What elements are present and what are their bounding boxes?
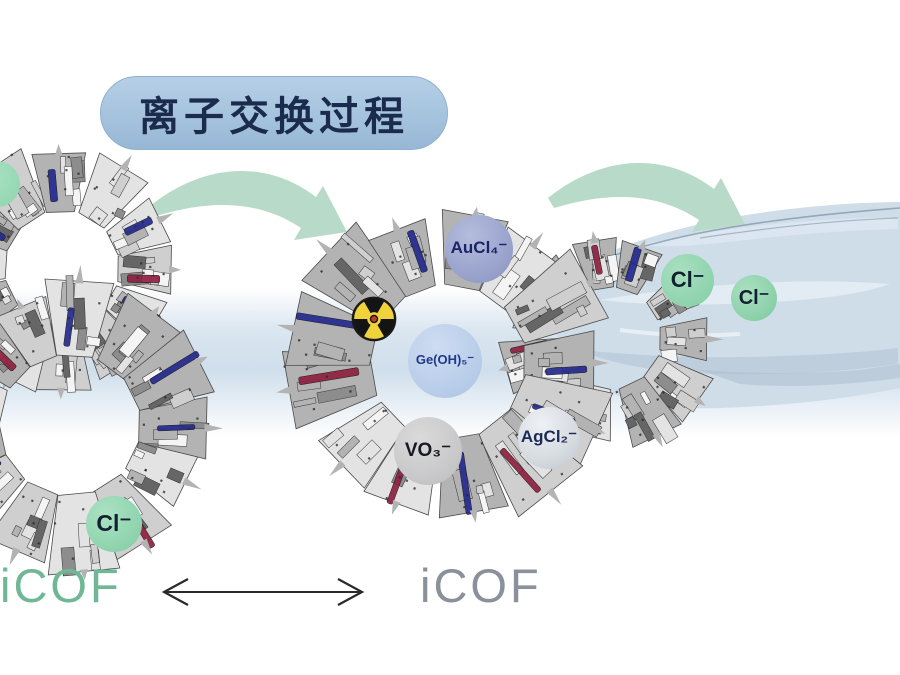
ion-circle-chloride-left: Cl⁻ (86, 496, 142, 552)
icof-rings (0, 144, 724, 581)
water-stream (550, 202, 900, 409)
flow-arrow-right (548, 162, 745, 232)
flow-arrow-left (150, 170, 347, 240)
ion-circle-geoh5: Ge(OH)₅⁻ (408, 324, 482, 398)
ion-circle-aucl4: AuCl₄⁻ (445, 215, 513, 283)
ion-label: Cl⁻ (96, 509, 132, 536)
ion-circle-chloride-edge (0, 161, 20, 207)
radiation-icon (351, 296, 397, 342)
ion-label: Cl⁻ (738, 286, 770, 309)
ion-label: Cl⁻ (670, 266, 705, 292)
ion-circle-chloride-right-1: Cl⁻ (661, 254, 714, 307)
left-structure-label: iCOF (0, 559, 122, 612)
right-structure-label: iCOF (420, 559, 542, 612)
ion-label: Ge(OH)₅⁻ (415, 352, 475, 367)
exchange-double-arrow (161, 578, 365, 606)
ion-circle-chloride-right-2: Cl⁻ (731, 275, 777, 321)
ion-circle-agcl2: AgCl₂⁻ (518, 407, 580, 469)
ion-label: AuCl₄⁻ (450, 238, 508, 257)
ion-circle-vo3: VO₃⁻ (394, 417, 462, 485)
title-text: 离子交换过程 (139, 93, 409, 140)
ion-label: AgCl₂⁻ (520, 427, 578, 446)
ion-label: VO₃⁻ (404, 439, 452, 461)
title-banner: 离子交换过程 (100, 76, 448, 150)
